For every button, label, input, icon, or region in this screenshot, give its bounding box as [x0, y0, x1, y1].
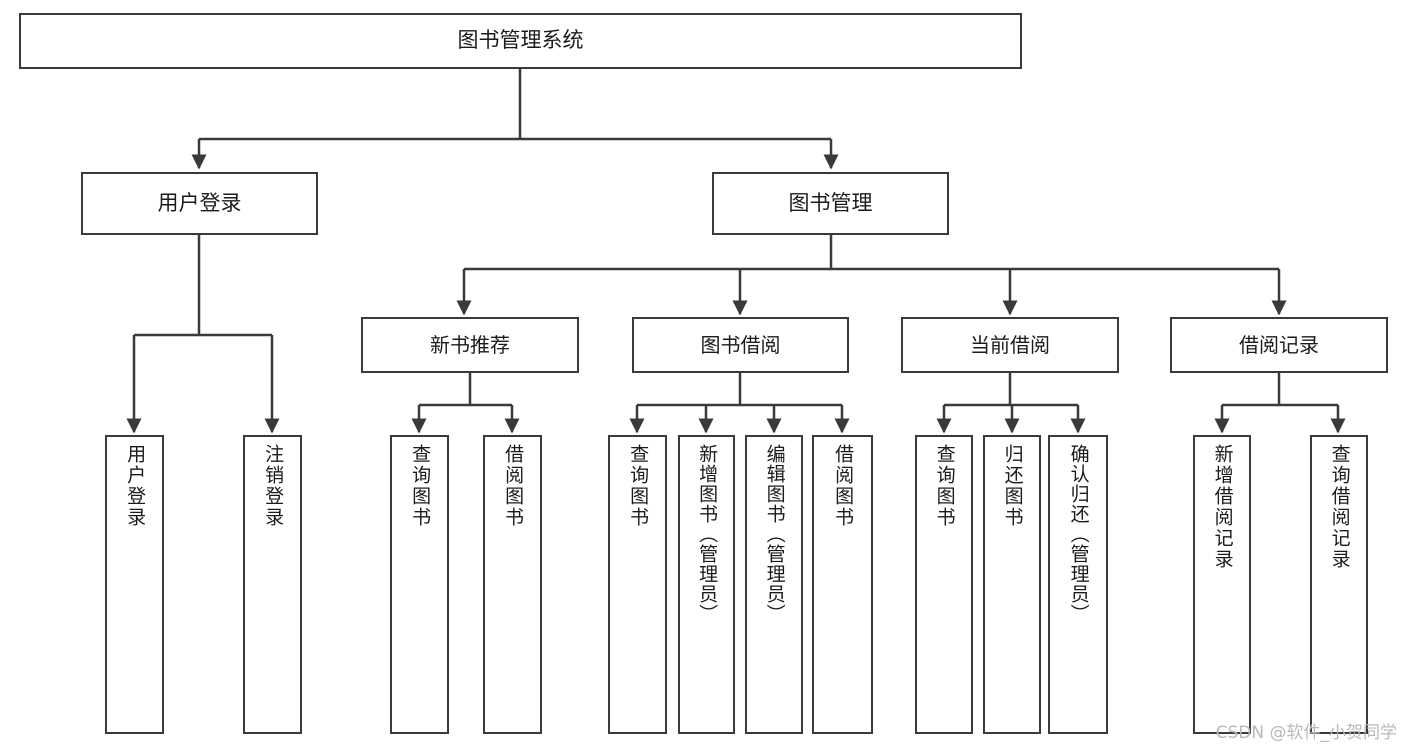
leaf-current-return-book[interactable]: 归还图书 — [983, 435, 1041, 734]
node-book-management[interactable]: 图书管理 — [712, 172, 949, 235]
node-label: 当前借阅 — [970, 332, 1050, 357]
node-current-borrow[interactable]: 当前借阅 — [901, 317, 1119, 373]
node-label: 图书管理系统 — [457, 28, 584, 53]
leaf-borrow-query-book[interactable]: 查询图书 — [608, 435, 667, 734]
leaf-current-query-book[interactable]: 查询图书 — [915, 435, 973, 734]
node-label: 查询借阅记录 — [1328, 444, 1351, 570]
leaf-borrow-borrow-book[interactable]: 借阅图书 — [812, 435, 873, 734]
node-borrow-record[interactable]: 借阅记录 — [1170, 317, 1388, 373]
leaf-record-query-borrow-record[interactable]: 查询借阅记录 — [1310, 435, 1368, 734]
node-label: 确认归还（管理员） — [1067, 444, 1090, 624]
leaf-user-logout[interactable]: 注销登录 — [243, 435, 302, 734]
node-user-login[interactable]: 用户登录 — [81, 172, 318, 235]
node-label: 新增借阅记录 — [1211, 444, 1234, 570]
leaf-recommend-query-book[interactable]: 查询图书 — [390, 435, 449, 734]
node-label: 新书推荐 — [430, 332, 510, 357]
node-label: 编辑图书（管理员） — [763, 444, 786, 624]
leaf-borrow-edit-book-admin[interactable]: 编辑图书（管理员） — [745, 435, 803, 734]
node-label: 借阅记录 — [1239, 332, 1319, 357]
node-root-system[interactable]: 图书管理系统 — [19, 13, 1022, 69]
leaf-current-confirm-return-admin[interactable]: 确认归还（管理员） — [1048, 435, 1108, 734]
node-label: 归还图书 — [1001, 444, 1024, 528]
node-label: 查询图书 — [627, 444, 650, 528]
node-label: 用户登录 — [157, 190, 242, 215]
node-book-borrow[interactable]: 图书借阅 — [632, 317, 849, 373]
node-label: 注销登录 — [262, 444, 285, 528]
leaf-record-add-borrow-record[interactable]: 新增借阅记录 — [1193, 435, 1251, 734]
leaf-borrow-add-book-admin[interactable]: 新增图书（管理员） — [678, 435, 735, 734]
node-label: 借阅图书 — [832, 444, 855, 528]
node-new-book-recommend[interactable]: 新书推荐 — [361, 317, 579, 373]
node-label: 查询图书 — [409, 444, 432, 528]
node-label: 用户登录 — [124, 444, 147, 528]
node-label: 借阅图书 — [502, 444, 525, 528]
node-label: 查询图书 — [933, 444, 956, 528]
leaf-recommend-borrow-book[interactable]: 借阅图书 — [483, 435, 542, 734]
node-label: 图书借阅 — [700, 332, 781, 357]
node-label: 图书管理 — [788, 190, 873, 215]
leaf-user-login[interactable]: 用户登录 — [105, 435, 164, 734]
node-label: 新增图书（管理员） — [696, 444, 719, 624]
